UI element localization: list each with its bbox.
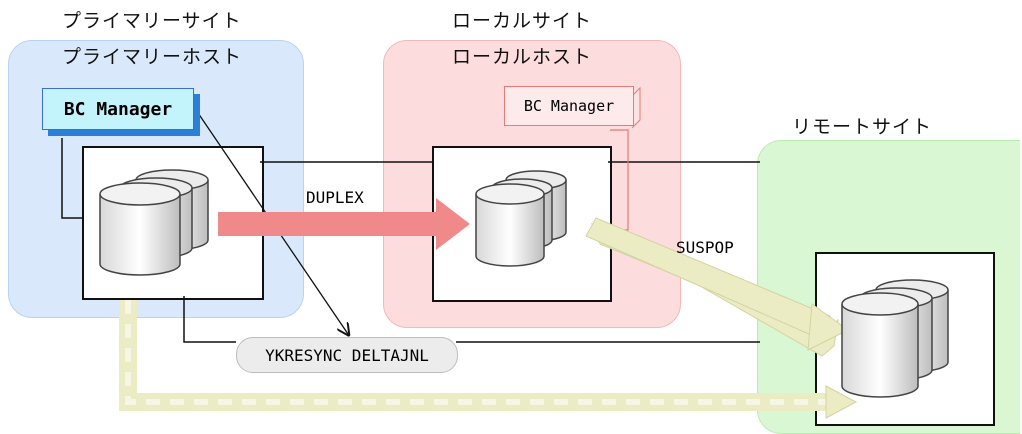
remote-site-label: リモートサイト [792,116,933,138]
primary-site-label: プライマリーサイト [62,10,242,32]
primary-disks [99,169,209,276]
suspop-arrow [585,217,849,357]
local-bcm-shadow [631,86,641,129]
duplex-arrow [218,198,470,250]
delta-resync-path [119,300,858,419]
remote-disks [841,279,949,398]
local-bc-manager: BC Manager [504,86,634,126]
local-host-label: ローカルホスト [452,46,593,68]
local-bcm-connector [610,129,629,231]
primary-host-label: プライマリーホスト [62,46,243,68]
primary-bc-manager: BC Manager [42,88,194,130]
local-site-label: ローカルサイト [452,10,593,32]
ykresync-command-pill: YKRESYNC DELTAJNL [236,337,458,373]
local-disks [475,170,567,267]
duplex-label: DUPLEX [306,188,364,207]
network-lines [61,138,760,343]
suspop-label: SUSPOP [676,238,734,257]
